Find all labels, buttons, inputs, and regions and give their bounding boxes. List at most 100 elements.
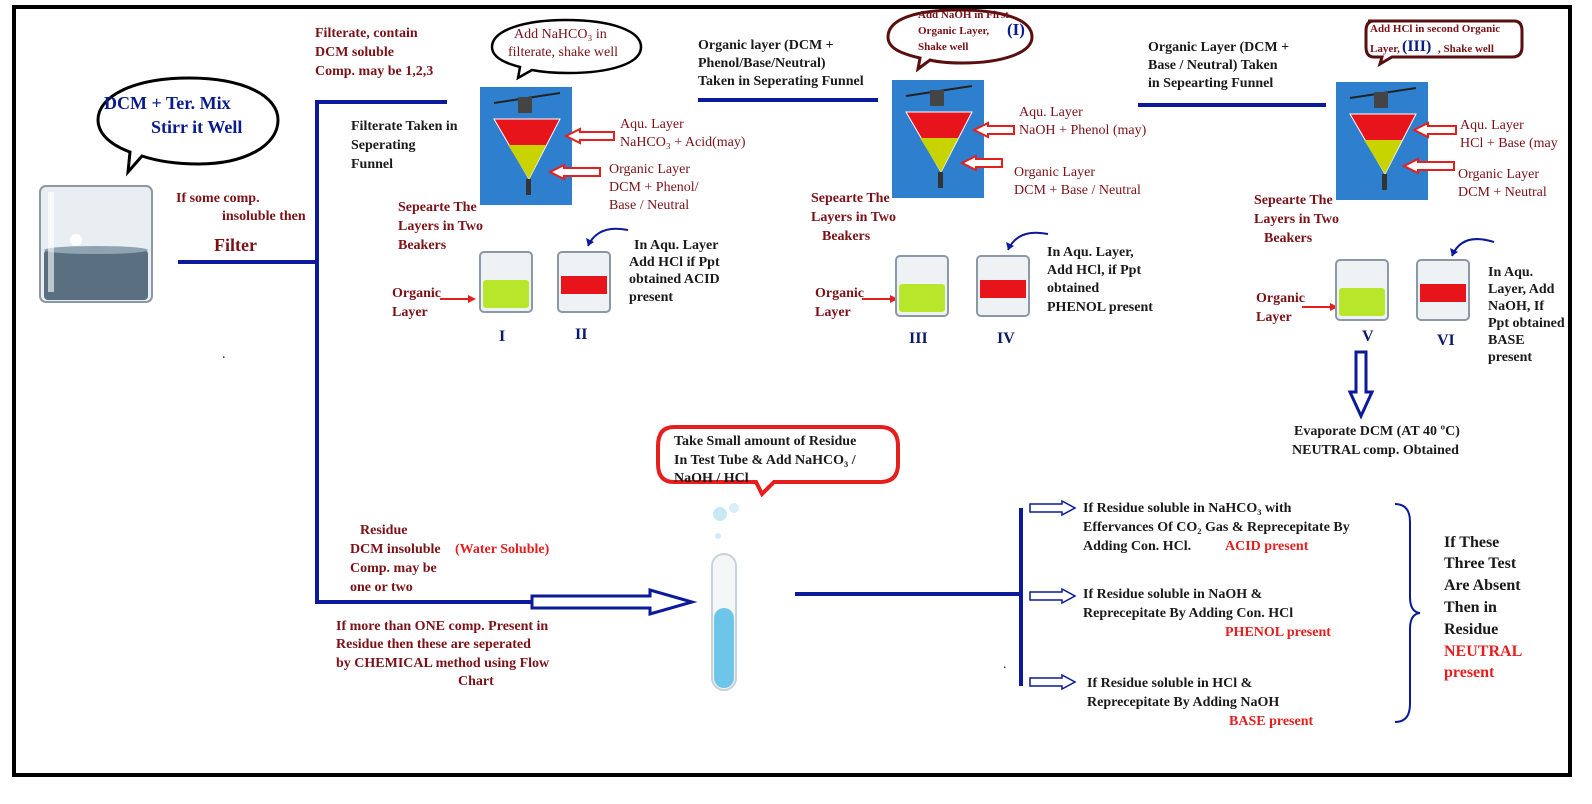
absent-line4: Then in (1444, 599, 1497, 616)
stage2-note-line2: Phenol/Base/Neutral) (698, 56, 826, 71)
diagram-frame (12, 5, 1572, 777)
test3-line1: If Residue soluble in HCl & (1087, 676, 1253, 691)
test1-line2: Effervances Of CO₂ Gas & Reprecepitate B… (1083, 520, 1350, 535)
dot-right: . (1003, 657, 1007, 672)
residue-bubble-line3: NaOH / HCl (674, 471, 749, 486)
funnel1-speech-bubble (490, 18, 643, 81)
stage2-note-line1: Organic layer (DCM + (698, 38, 834, 53)
funnel2-speech-bubble (886, 8, 1034, 73)
residue-line1: Residue (360, 523, 408, 538)
beaker-label-V: V (1362, 328, 1374, 345)
test2-line1: If Residue soluble in NaOH & (1083, 587, 1263, 602)
funnel1-aqu-line2: NaHCO₃ + Acid(may) (620, 135, 746, 150)
stage3-line (1138, 103, 1326, 107)
funnel3-org-line1: Organic Layer (1458, 167, 1539, 182)
funnel3-test-line6: present (1488, 350, 1533, 365)
funnel3-org-arrow (1401, 157, 1455, 175)
funnel3-organic-label-line2: Layer (1256, 310, 1292, 325)
beaker-label-VI: VI (1437, 332, 1455, 349)
funnel1-org-line1: Organic Layer (609, 162, 690, 177)
funnel2-test-line1: In Aqu. Layer, (1047, 245, 1134, 260)
filtrate-note-line2: DCM soluble (315, 45, 394, 60)
big-beaker-image (39, 185, 153, 303)
residue-arrow (530, 588, 698, 616)
stage3-note-line2: Base / Neutral) Taken (1148, 58, 1278, 73)
funnel2-separate-line3: Beakers (822, 229, 871, 244)
residue-line4: one or two (350, 580, 413, 595)
funnel1-separate-line3: Beakers (398, 238, 447, 253)
filtrate-note-line3: Comp. may be 1,2,3 (315, 64, 434, 79)
evaporate-line1: Evaporate DCM (AT 40 ºC) (1294, 424, 1460, 439)
test-arrow-3 (1029, 673, 1077, 691)
more-than-one-line2: Residue then these are seperated (336, 637, 531, 652)
funnel2-org-arrow (959, 154, 1003, 172)
beaker-aqueous-2 (976, 255, 1030, 317)
dot-left: . (222, 347, 226, 362)
test1-result: ACID present (1225, 539, 1309, 554)
funnel1-taken-line2: Seperating (351, 138, 416, 153)
funnel1-taken-line1: Filterate Taken in (351, 119, 458, 134)
funnel2-separate-line1: Sepearte The (811, 191, 890, 206)
more-than-one-line4: Chart (458, 674, 494, 689)
residue-speech-bubble (656, 425, 900, 498)
insoluble-line1: If some comp. (176, 191, 260, 206)
absent-line3: Are Absent (1444, 577, 1521, 594)
residue-line2-red: (Water Soluble) (455, 542, 550, 557)
funnel2-test-line3: obtained (1047, 281, 1100, 296)
funnel3-test-line1: In Aqu. (1488, 265, 1534, 280)
funnel1-organic-label-line2: Layer (392, 305, 428, 320)
funnel3-test-line2: Layer, Add (1488, 282, 1555, 297)
absent-line7: present (1444, 664, 1495, 681)
filter-line (178, 260, 318, 264)
funnel1-aqu-arrow (563, 127, 615, 145)
tube-to-tests-line (795, 592, 1023, 596)
funnel1-org-line3: Base / Neutral (609, 198, 690, 213)
main-vertical-line (315, 100, 319, 604)
residue-bubble-line2: In Test Tube & Add NaHCO₃ / (674, 453, 856, 468)
funnel1-test-line2: Add HCl if Ppt (629, 255, 720, 270)
funnel3-test-line4: Ppt obtained (1488, 316, 1565, 331)
stage3-note-line1: Organic Layer (DCM + (1148, 40, 1290, 55)
beaker-organic-3 (1335, 259, 1389, 321)
funnel1-organic-pointer (440, 295, 476, 303)
funnel1-test-line1: In Aqu. Layer (634, 238, 719, 253)
test2-line2: Reprecepitate By Adding Con. HCl (1083, 606, 1294, 621)
funnel1-org-arrow (547, 163, 601, 181)
start-bubble-line1: DCM + Ter. Mix (104, 93, 231, 113)
tests-vertical-line (1019, 508, 1023, 686)
test-tube-image (711, 503, 739, 691)
funnel1-image (480, 87, 572, 205)
insoluble-line2: insoluble then (222, 209, 306, 224)
evaporate-line2: NEUTRAL comp. Obtained (1292, 443, 1459, 458)
funnel1-bubble-line1: Add NaHCO₃ in (514, 27, 607, 42)
beaker-organic-1 (479, 251, 533, 313)
funnel2-org-line2: DCM + Base / Neutral (1014, 183, 1141, 198)
funnel2-org-line1: Organic Layer (1014, 165, 1095, 180)
funnel2-test-line4: PHENOL present (1047, 300, 1153, 315)
funnel3-aqu-line2: HCl + Base (may (1460, 136, 1558, 151)
funnel1-org-line2: DCM + Phenol/ (609, 180, 699, 195)
filter-label: Filter (214, 235, 257, 255)
funnel2-bubble-line2: Organic Layer, (918, 25, 990, 37)
funnel3-separate-line2: Layers in Two (1254, 212, 1340, 227)
funnel2-bubble-line1: Add NaOH in First (918, 9, 1009, 21)
funnel3-bubble-line2: Layer, (1370, 43, 1400, 55)
beaker-label-IV: IV (997, 330, 1015, 347)
funnel3-separate-line3: Beakers (1264, 231, 1313, 246)
stage3-note-line3: in Sepearting Funnel (1148, 76, 1274, 91)
funnel3-aqu-line1: Aqu. Layer (1460, 118, 1524, 133)
funnel1-taken-line3: Funnel (351, 157, 394, 172)
funnel3-bubble-line3: , Shake well (1438, 43, 1494, 55)
absent-line5: Residue (1444, 621, 1499, 638)
funnel2-image (892, 80, 984, 198)
funnel1-separate-line2: Layers in Two (398, 219, 484, 234)
test3-result: BASE present (1229, 714, 1314, 729)
funnel2-organic-pointer (862, 295, 898, 303)
funnel2-bubble-roman: (I) (1007, 20, 1025, 39)
stage2-line (698, 98, 878, 102)
absent-line2: Three Test (1444, 555, 1517, 572)
tests-brace (1394, 503, 1421, 723)
funnel1-bubble-line2: filterate, shake well (508, 45, 619, 60)
test3-line2: Reprecepitate By Adding NaOH (1087, 695, 1280, 710)
funnel3-separate-line1: Sepearte The (1254, 193, 1333, 208)
